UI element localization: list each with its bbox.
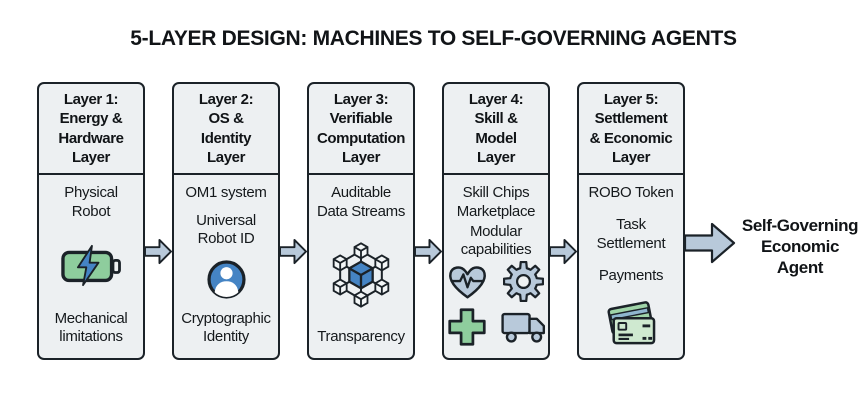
layer-2-content: OM1 system Universal Robot ID Cryptograp… [174, 175, 278, 358]
gear-icon [503, 261, 544, 302]
capability-icon-grid [446, 261, 547, 347]
final-arrow-icon [684, 222, 736, 264]
layer-4-box: Layer 4: Skill & Model Layer Skill Chips… [442, 82, 550, 360]
blockchain-network-icon [326, 240, 396, 310]
delivery-truck-icon [500, 310, 547, 345]
layer-5-content: ROBO Token Task Settlement Payments [579, 175, 683, 358]
layer-5-item-task-settlement: Task Settlement [596, 216, 666, 252]
layer-5-item-payments: Payments [598, 266, 664, 284]
layer-3-box: Layer 3: Verifiable Computation Layer Au… [307, 82, 415, 360]
layer-5-header: Layer 5: Settlement & Economic Layer [579, 84, 683, 175]
layer-5-item-robo-token: ROBO Token [588, 184, 674, 201]
layer-3-header: Layer 3: Verifiable Computation Layer [309, 84, 413, 175]
layer-2-box: Layer 2: OS & Identity Layer OM1 system … [172, 82, 280, 360]
layer-4-item-skill-chips-marketplace: Skill Chips Marketplace [456, 184, 536, 220]
layer-1-item-mechanical-limitations: Mechanical limitations [54, 309, 128, 346]
credit-cards-icon [604, 299, 658, 347]
identity-person-icon [205, 258, 248, 301]
result-label: Self-Governing Economic Agent [741, 216, 859, 277]
flow-arrow-3-icon [414, 238, 443, 265]
layer-3-content: Auditable Data Streams [309, 175, 413, 358]
layer-1-item-physical-robot: Physical Robot [64, 184, 118, 220]
layer-4-header: Layer 4: Skill & Model Layer [444, 84, 548, 175]
flow-arrow-4-icon [549, 238, 578, 265]
heart-pulse-icon [446, 262, 489, 301]
layer-2-item-universal-robot-id: Universal Robot ID [196, 211, 256, 248]
layer-1-content: Physical Robot Mechanical limitations [39, 175, 143, 358]
layer-4-item-modular-capabilities: Modular capabilities [460, 222, 532, 259]
layer-4-content: Skill Chips Marketplace Modular capabili… [444, 175, 548, 358]
medical-cross-icon [447, 307, 487, 347]
layer-3-item-transparency: Transparency [317, 328, 405, 346]
flow-arrow-1-icon [144, 238, 173, 265]
layer-1-header: Layer 1: Energy & Hardware Layer [39, 84, 143, 175]
layer-1-box: Layer 1: Energy & Hardware Layer Physica… [37, 82, 145, 360]
layer-2-header: Layer 2: OS & Identity Layer [174, 84, 278, 175]
flow-arrow-2-icon [279, 238, 308, 265]
layer-3-item-auditable-data-streams: Auditable Data Streams [316, 184, 406, 220]
layer-2-item-om1-system: OM1 system [185, 184, 267, 201]
layer-2-item-cryptographic-identity: Cryptographic Identity [181, 309, 271, 346]
battery-charging-icon [59, 244, 123, 287]
page-title: 5-LAYER DESIGN: MACHINES TO SELF-GOVERNI… [130, 27, 737, 50]
layer-5-box: Layer 5: Settlement & Economic Layer ROB… [577, 82, 685, 360]
